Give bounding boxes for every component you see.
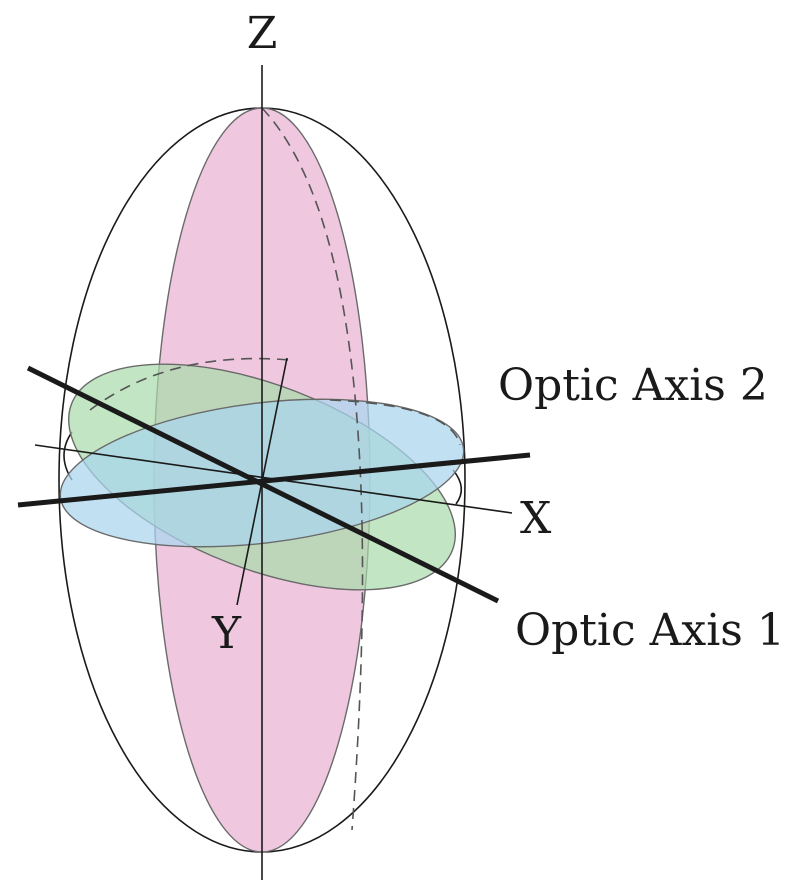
optic-axis-2-label: Optic Axis 2 <box>498 360 768 411</box>
x-axis-label: X <box>520 493 552 544</box>
equator-arc-right <box>452 469 463 505</box>
z-axis-label: Z <box>247 8 278 59</box>
y-axis-label: Y <box>211 608 242 659</box>
optic-axis-1-line <box>26 365 500 604</box>
hidden-edge-pink <box>261 107 364 831</box>
optic-axis-1-label: Optic Axis 1 <box>515 605 785 656</box>
hidden-edge-blue <box>329 399 461 446</box>
optic-axis-2-line <box>17 452 531 508</box>
